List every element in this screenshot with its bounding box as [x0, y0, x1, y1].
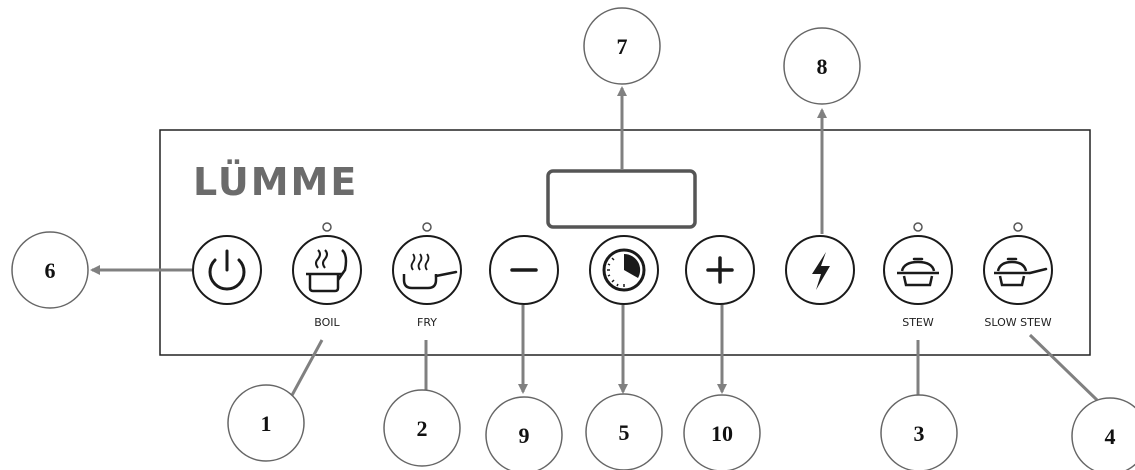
callout-number-5: 5: [619, 420, 630, 445]
callout-number-3: 3: [914, 421, 925, 446]
callout-circle-9: [485, 396, 563, 470]
boil-button[interactable]: [292, 235, 362, 305]
callout-number-8: 8: [817, 54, 828, 79]
plus-icon: [706, 256, 734, 284]
boil-pot-icon: [306, 249, 348, 293]
boil-label: BOIL: [314, 316, 340, 329]
display-window: [546, 169, 697, 229]
brand-logo: LÜMME: [193, 160, 358, 204]
power-icon: [208, 249, 246, 291]
timer-button[interactable]: [589, 235, 659, 305]
slow-stew-button[interactable]: [983, 235, 1053, 305]
frying-pan-icon: [402, 253, 458, 290]
plus-button[interactable]: [685, 235, 755, 305]
callout-circle-7: [583, 7, 661, 85]
minus-button[interactable]: [489, 235, 559, 305]
leader-4: [1028, 333, 1099, 402]
stew-label: STEW: [902, 316, 934, 329]
stew-indicator-led: [913, 222, 923, 232]
fry-button[interactable]: [392, 235, 462, 305]
callout-circle-2: [383, 389, 461, 467]
callout-circle-5: [585, 393, 663, 470]
callout-number-1: 1: [261, 411, 272, 436]
callout-number-9: 9: [519, 423, 530, 448]
slow-stew-indicator-led: [1013, 222, 1023, 232]
lightning-icon: [812, 252, 830, 290]
slow-stew-pan-icon: [994, 257, 1048, 287]
slow-stew-label: SLOW STEW: [984, 316, 1051, 329]
timer-icon: [602, 248, 646, 292]
callout-circle-10: [683, 394, 761, 470]
callout-circle-4: [1071, 397, 1135, 470]
callout-circle-8: [783, 27, 861, 105]
fry-label: FRY: [417, 316, 437, 329]
callout-number-7: 7: [617, 34, 628, 59]
callout-number-4: 4: [1105, 424, 1116, 449]
callout-circle-6: [11, 231, 89, 309]
stew-button[interactable]: [883, 235, 953, 305]
fry-indicator-led: [422, 222, 432, 232]
boost-button[interactable]: [785, 235, 855, 305]
callout-circle-1: [227, 384, 305, 462]
callout-number-10: 10: [711, 421, 733, 446]
stew-pot-icon: [897, 257, 939, 287]
callout-number-6: 6: [45, 258, 56, 283]
callout-circle-3: [880, 394, 958, 470]
power-button[interactable]: [192, 235, 262, 305]
callout-number-2: 2: [417, 416, 428, 441]
boil-indicator-led: [322, 222, 332, 232]
